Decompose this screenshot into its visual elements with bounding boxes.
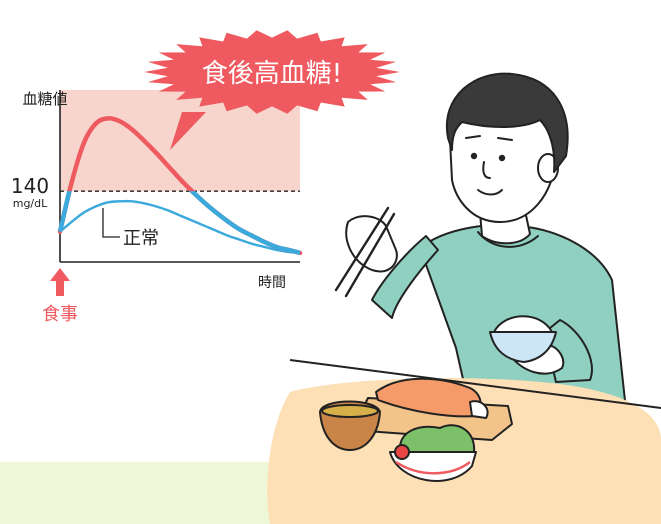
callout-text: 食後高血糖! — [202, 59, 342, 89]
raised-arm — [371, 235, 439, 319]
starburst-badge — [144, 30, 400, 114]
y-axis-label: 血糖値 — [22, 90, 67, 108]
meal-label: 食事 — [42, 304, 78, 325]
series-line-high-below-threshold — [57, 191, 301, 256]
salad-greens — [398, 424, 476, 453]
table-edge — [289, 359, 661, 409]
bowl-pattern — [395, 461, 471, 475]
x-axis-label: 時間 — [258, 275, 286, 291]
hyperglycemia-callout: 食後高血糖! — [144, 30, 400, 150]
nose — [482, 161, 491, 179]
rice — [493, 315, 553, 333]
y-axis-label-text: 血糖値 — [22, 90, 67, 108]
grated-radish — [469, 400, 489, 419]
tomato — [394, 444, 410, 460]
dining-table — [267, 359, 661, 524]
right-eye — [498, 154, 506, 162]
blood-sugar-chart: 血糖値 140 mg/dL 正常 時間 食事 — [11, 90, 303, 325]
chopstick-2 — [344, 212, 396, 298]
series-line-normal — [59, 199, 301, 255]
series-layer — [57, 116, 303, 256]
normal-series-label: 正常 — [123, 228, 159, 249]
mouth — [477, 189, 503, 196]
man-illustration — [334, 72, 627, 411]
meal-arrow-icon — [50, 268, 70, 296]
threshold-unit-label: mg/dL — [13, 197, 48, 210]
chopstick-1 — [334, 206, 390, 292]
callout-tail — [170, 112, 206, 150]
threshold-value-label: 140 — [11, 174, 49, 198]
left-eye — [470, 152, 478, 160]
miso-soup — [321, 404, 379, 418]
hair — [445, 72, 569, 173]
normal-label-leader — [102, 208, 120, 238]
rice-bowl — [489, 331, 557, 363]
eyebrows — [465, 135, 513, 141]
